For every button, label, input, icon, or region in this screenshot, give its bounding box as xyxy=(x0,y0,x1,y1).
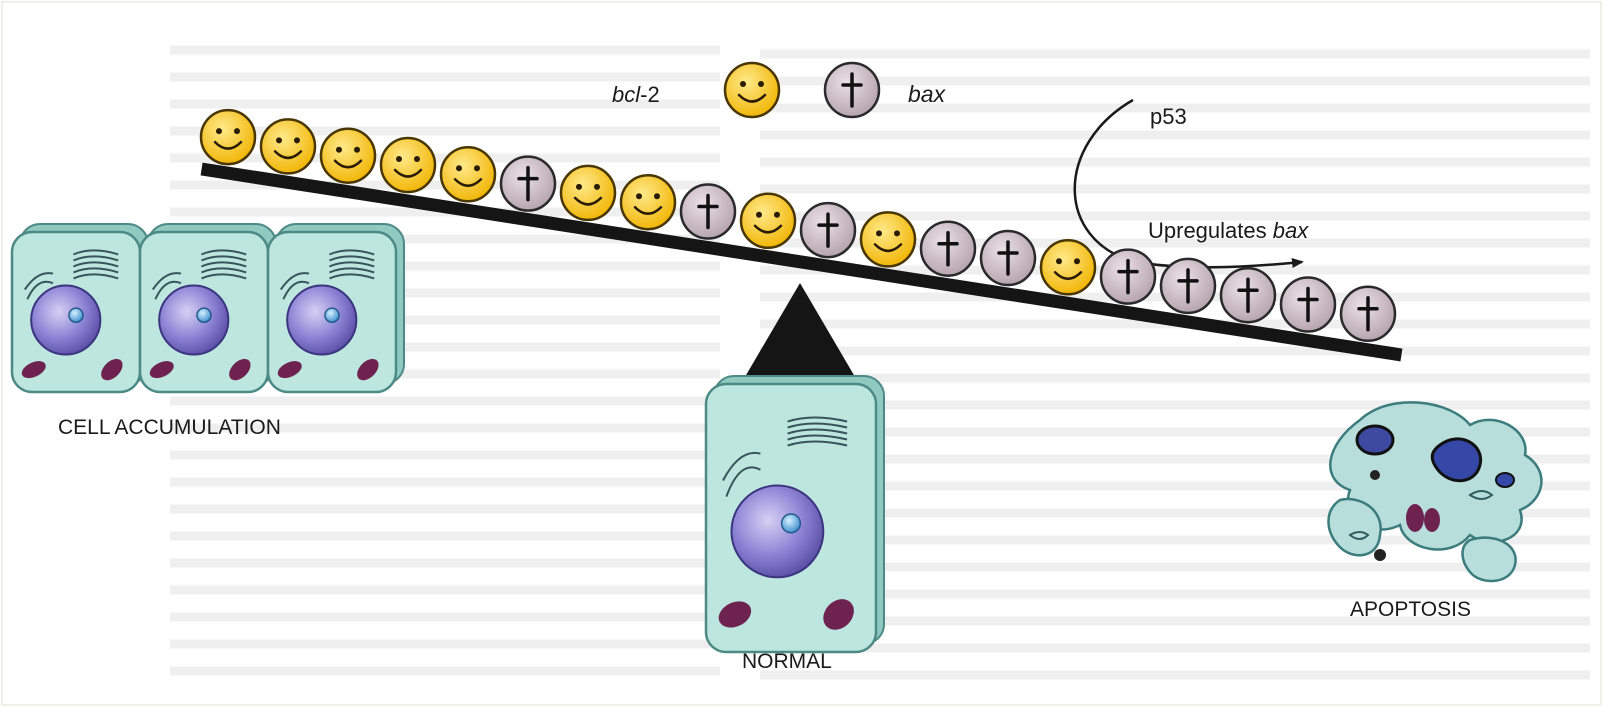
nucleolus xyxy=(782,514,801,533)
apoptosis-label: APOPTOSIS xyxy=(1350,598,1471,621)
chromatin-fragment xyxy=(1374,549,1386,561)
legend-bcl2-icon xyxy=(725,63,779,117)
cell xyxy=(706,376,884,652)
nucleus xyxy=(287,285,356,354)
nucleus xyxy=(732,486,824,578)
nucleolus xyxy=(325,308,339,322)
nucleus xyxy=(31,285,100,354)
condensed-chromatin xyxy=(1357,426,1393,454)
cell xyxy=(268,224,404,392)
bcl2-molecule xyxy=(381,138,435,192)
bax-molecule xyxy=(1281,278,1335,332)
nucleolus xyxy=(69,308,83,322)
bcl2-molecule xyxy=(741,194,795,248)
cell xyxy=(12,224,148,392)
bax-molecule xyxy=(801,203,855,257)
legend-bax-label: bax xyxy=(908,81,947,107)
chromatin-fragment xyxy=(1370,470,1380,480)
bax-molecule xyxy=(1161,259,1215,313)
p53-label: p53 xyxy=(1150,104,1187,129)
bax-molecule xyxy=(501,157,555,211)
normal-cell-group: NORMAL xyxy=(706,376,884,673)
bcl2-molecule xyxy=(201,110,255,164)
bcl2-molecule xyxy=(1041,240,1095,294)
upregulates-label: Upregulates bax xyxy=(1148,218,1309,243)
nucleolus xyxy=(197,308,211,322)
bcl2-molecule xyxy=(621,175,675,229)
bax-molecule xyxy=(981,231,1035,285)
normal-label: NORMAL xyxy=(742,650,832,673)
cell xyxy=(140,224,276,392)
bcl2-molecule xyxy=(561,166,615,220)
bcl2-molecule xyxy=(861,212,915,266)
mitochondrion xyxy=(1424,508,1440,532)
apoptotic-body-fragment xyxy=(1463,538,1516,581)
bcl2-molecule xyxy=(261,119,315,173)
bax-molecule xyxy=(921,222,975,276)
nuclear-fragment xyxy=(1496,473,1514,487)
mitochondrion xyxy=(1406,504,1424,532)
cell-accumulation-label: CELL ACCUMULATION xyxy=(58,416,281,439)
bax-molecule xyxy=(1341,287,1395,341)
bax-molecule xyxy=(681,185,735,239)
bax-molecule xyxy=(1221,268,1275,322)
bax-molecule xyxy=(1101,250,1155,304)
apoptotic-cell xyxy=(1328,402,1541,581)
nucleus xyxy=(159,285,228,354)
bcl2-molecule xyxy=(441,147,495,201)
bcl2-molecule xyxy=(321,129,375,183)
legend-bcl2-label: bcl-2 xyxy=(612,82,660,107)
legend-bax-icon xyxy=(825,63,879,117)
cell-accumulation-group: CELL ACCUMULATION xyxy=(12,224,404,439)
